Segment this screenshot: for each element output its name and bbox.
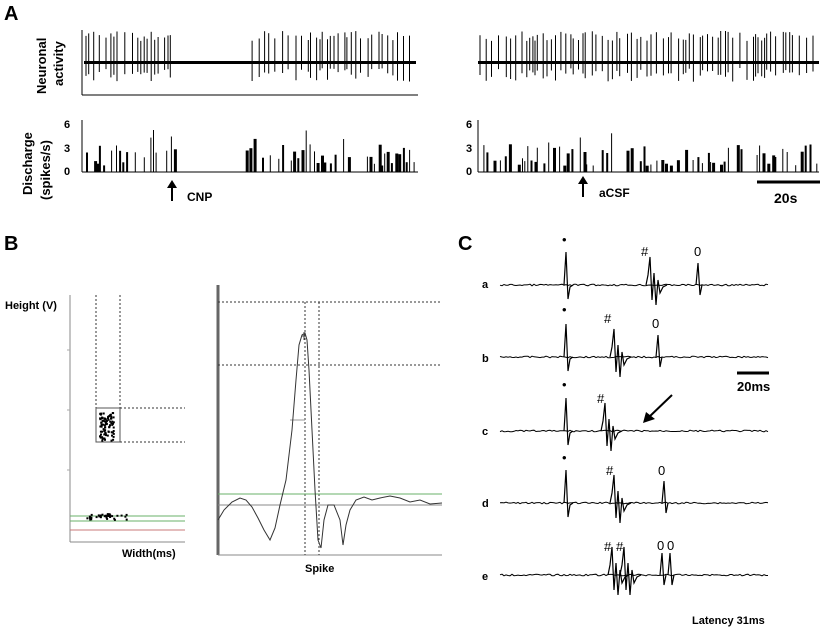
row-a-dot: • xyxy=(562,232,567,247)
left-discharge-histogram xyxy=(81,120,418,173)
panel-c-traces xyxy=(499,251,769,596)
row-c-hash: # xyxy=(597,391,605,406)
row-e-hash-2: # xyxy=(616,539,624,554)
row-e-zero-2: 0 xyxy=(667,538,674,553)
panel-c-label: C xyxy=(458,233,472,255)
cnp-arrow-icon xyxy=(167,180,177,201)
latency-label: Latency 31ms xyxy=(692,615,765,627)
width-axis-label: Width(ms) xyxy=(122,548,176,560)
left-activity-trace xyxy=(81,30,418,96)
trace-row xyxy=(499,397,769,452)
time-scale-label: 20s xyxy=(774,190,798,206)
acsf-label: aCSF xyxy=(599,186,630,200)
row-e-label: e xyxy=(482,571,488,583)
trace-row xyxy=(499,469,769,524)
discharge-label-1: Discharge xyxy=(20,132,35,195)
neuronal-activity-label-1: Neuronal xyxy=(34,38,49,94)
trace-row xyxy=(499,546,768,596)
cnp-label: CNP xyxy=(187,190,212,204)
spike-axis-label: Spike xyxy=(305,563,334,575)
left-ytick-3: 3 xyxy=(64,143,70,155)
panel-b-label: B xyxy=(4,233,18,255)
trace-row xyxy=(499,323,769,378)
row-a-zero: 0 xyxy=(694,244,701,259)
scatter-plot xyxy=(67,295,185,543)
left-ytick-0: 0 xyxy=(64,166,70,178)
row-d-zero: 0 xyxy=(658,463,665,478)
row-b-dot: • xyxy=(562,302,567,317)
ms-scale-label: 20ms xyxy=(737,379,770,394)
row-b-zero: 0 xyxy=(652,316,659,331)
row-b-label: b xyxy=(482,353,489,365)
row-e-zero-1: 0 xyxy=(657,538,664,553)
neuronal-activity-label-2: activity xyxy=(51,40,66,86)
row-e-hash-1: # xyxy=(604,539,612,554)
artifact-arrow-icon xyxy=(643,394,673,423)
right-discharge-histogram xyxy=(477,120,819,173)
row-d-dot: • xyxy=(562,450,567,465)
acsf-arrow-icon xyxy=(578,176,588,197)
height-axis-label: Height (V) xyxy=(5,300,57,312)
row-d-hash: # xyxy=(606,463,614,478)
row-a-hash: # xyxy=(641,244,649,259)
row-a-label: a xyxy=(482,279,489,291)
left-ytick-6: 6 xyxy=(64,119,70,131)
row-c-dot: • xyxy=(562,377,567,392)
right-ytick-0: 0 xyxy=(466,166,472,178)
right-ytick-3: 3 xyxy=(466,143,472,155)
spike-waveform-plot xyxy=(216,285,443,556)
discharge-label-2: (spikes/s) xyxy=(38,140,53,200)
row-d-label: d xyxy=(482,498,489,510)
right-ytick-6: 6 xyxy=(466,119,472,131)
row-c-label: c xyxy=(482,426,488,438)
panel-a-label: A xyxy=(4,3,18,25)
right-activity-trace xyxy=(478,31,819,82)
row-b-hash: # xyxy=(604,311,612,326)
trace-row xyxy=(499,251,769,306)
